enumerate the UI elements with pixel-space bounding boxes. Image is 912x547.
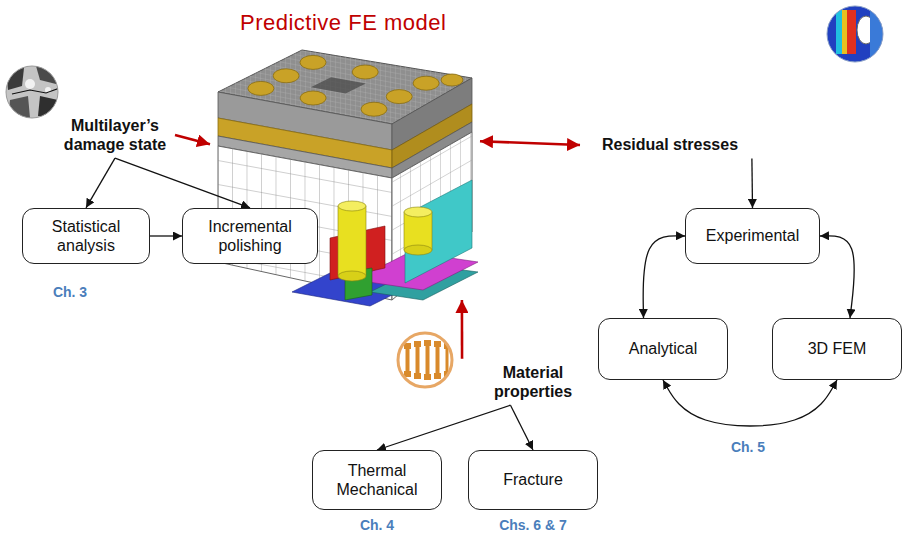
fibre-end [361, 102, 387, 116]
micrograph-patch [38, 96, 58, 118]
fibre-end [273, 69, 299, 83]
connector-arrow [377, 405, 511, 450]
cylinder-base [404, 245, 432, 255]
connector-arrow [511, 405, 534, 450]
micrograph-void [25, 79, 35, 89]
fibre-end [352, 65, 378, 79]
process-box: Fracture [468, 450, 598, 510]
node-label: Analytical [629, 339, 697, 358]
node-label: 3D FEM [808, 339, 867, 358]
icon-ground [398, 333, 452, 387]
stress-band [870, 8, 884, 60]
node-label: Statistical analysis [31, 217, 141, 255]
node-label: Material properties [462, 363, 604, 401]
connector-arrow [150, 235, 182, 236]
dogbone-specimen [434, 341, 441, 379]
process-box: Incremental polishing [182, 208, 318, 264]
fibre-end [300, 91, 326, 105]
process-box: Statistical analysis [22, 208, 150, 264]
fibre-end [441, 74, 463, 86]
stress-ground [827, 6, 883, 62]
process-box: Analytical [598, 318, 728, 380]
chapter-reference: Chs. 6 & 7 [499, 517, 567, 533]
fe-model-illustration [218, 50, 478, 306]
node-label: Predictive FE model [240, 10, 446, 36]
connector-arrow [115, 158, 250, 208]
damage-micrograph-icon [4, 64, 60, 120]
cylinder-top [338, 201, 366, 211]
heading-node: Multilayer’s damage state [55, 112, 175, 158]
model-input-arrow [461, 300, 464, 359]
dark-region [311, 77, 366, 93]
fibre-end [300, 55, 326, 69]
cylinder-base [338, 271, 366, 281]
model-input-arrow [175, 135, 210, 144]
icon-rim [827, 6, 883, 62]
heading-node: Residual stresses [580, 131, 760, 158]
node-label: Residual stresses [602, 135, 738, 154]
node-label: Incremental polishing [191, 217, 309, 255]
connector-arrow [751, 159, 753, 208]
fibre-end [386, 90, 412, 104]
tensile-specimens-icon [404, 340, 450, 380]
process-box: Experimental [685, 208, 820, 264]
icon-rim [398, 333, 452, 387]
cylinder-body [338, 206, 366, 276]
node-label: Fracture [503, 470, 563, 489]
micrograph-patch [36, 66, 58, 84]
cyan-plane [405, 180, 472, 283]
fibre-end [248, 81, 274, 95]
heading-node: Material properties [458, 359, 608, 405]
node-label: Thermal Mechanical [321, 461, 433, 499]
model-input-arrow [480, 141, 580, 145]
dogbone-specimen [424, 340, 431, 380]
node-label: Multilayer’s damage state [59, 116, 171, 154]
micrograph-ground [4, 64, 60, 120]
chapter-reference: Ch. 3 [53, 284, 87, 300]
connector-arrow [643, 236, 685, 318]
connector-arrow [663, 380, 837, 426]
process-box: 3D FEM [772, 318, 902, 380]
cylinder-top [404, 207, 432, 217]
icon-rim [6, 66, 58, 118]
connector-arrow [820, 236, 854, 318]
fibre-end [413, 76, 439, 90]
process-box: Thermal Mechanical [312, 450, 442, 510]
chapter-reference: Ch. 5 [731, 439, 765, 455]
chapter-reference: Ch. 4 [360, 517, 394, 533]
cylinder-body [404, 212, 432, 250]
crack-line [12, 88, 60, 94]
stress-field-icon [827, 6, 884, 62]
dogbone-specimen [414, 341, 421, 379]
dogbone-specimen [404, 343, 411, 377]
micrograph-patch [6, 68, 24, 90]
connector-arrow [86, 158, 115, 208]
node-label: Experimental [706, 226, 799, 245]
stress-band [847, 10, 856, 54]
